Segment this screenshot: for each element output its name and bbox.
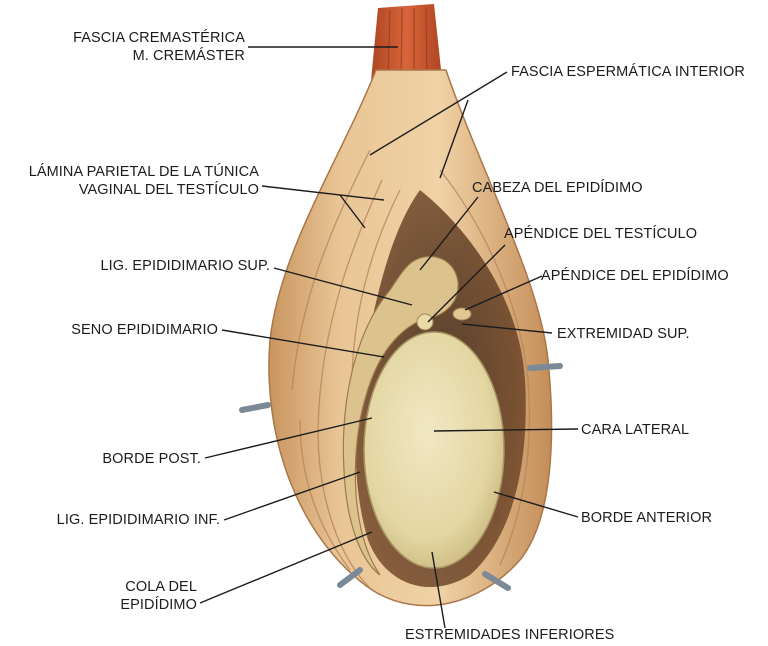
leader-seno-epididimario [221,329,385,358]
label-lamina-parietal-line1: LÁMINA PARIETAL DE LA TÚNICA [28,164,259,180]
label-lig-epididimario-inf: LIG. EPIDIDIMARIO INF. [20,511,220,529]
leader-cabeza-epididimo [419,196,479,271]
label-estremidades-inferiores: ESTREMIDADES INFERIORES [405,626,614,644]
label-seno-epididimario-text: SENO EPIDIDIMARIO [71,322,218,338]
retractor-pins [239,363,563,591]
label-cabeza-epididimo-text: CABEZA DEL EPIDÍDIMO [472,180,643,196]
leader-estremidades-inferiores [431,551,446,629]
testis [363,331,505,569]
fascia-folds [291,149,531,591]
label-fascia-espermatica-interior: FASCIA ESPERMÁTICA INTERIOR [511,63,745,81]
label-cabeza-epididimo: CABEZA DEL EPIDÍDIMO [472,179,643,197]
label-apendice-testiculo: APÉNDICE DEL TESTÍCULO [504,225,697,243]
label-estremidades-inferiores-text: ESTREMIDADES INFERIORES [405,627,615,643]
label-apendice-epididimo: APÉNDICE DEL EPIDÍDIMO [541,267,729,285]
leader-apendice-epididimo [464,275,543,311]
label-cola-epididimo-line1: COLA DEL [125,579,197,595]
label-borde-post-text: BORDE POST. [102,451,201,467]
label-lig-epididimario-inf-text: LIG. EPIDIDIMARIO INF. [56,512,220,528]
leader-fascia-espermatica-a [369,71,508,156]
label-extremidad-sup: EXTREMIDAD SUP. [557,325,690,343]
label-fascia-cremasterica-line1: FASCIA CREMASTÉRICA [73,30,245,46]
leader-lig-epididimario-inf [223,471,361,521]
leader-borde-post [204,417,373,459]
label-borde-anterior: BORDE ANTERIOR [581,509,712,527]
leader-apendice-testiculo [427,244,506,323]
label-cola-epididimo: COLA DEL EPIDÍDIMO [80,578,197,614]
label-apendice-epididimo-text: APÉNDICE DEL EPIDÍDIMO [541,268,729,284]
label-borde-post: BORDE POST. [60,450,201,468]
appendix-epididymis [452,307,472,321]
leader-borde-anterior [493,491,579,518]
label-cara-lateral-text: CARA LATERAL [581,422,690,438]
label-seno-epididimario: SENO EPIDIDIMARIO [40,321,218,339]
label-fascia-espermatica-interior-text: FASCIA ESPERMÁTICA INTERIOR [511,64,745,80]
label-apendice-testiculo-text: APÉNDICE DEL TESTÍCULO [504,226,698,242]
label-extremidad-sup-text: EXTREMIDAD SUP. [557,326,690,342]
leader-extremidad-sup [461,323,553,334]
label-fascia-cremasterica-line2: M. CREMÁSTER [132,48,245,64]
label-lig-epididimario-sup-text: LIG. EPIDIDIMARIO SUP. [100,258,270,274]
leader-cola-epididimo [199,531,373,604]
label-lamina-parietal: LÁMINA PARIETAL DE LA TÚNICA VAGINAL DEL… [0,163,259,199]
leader-lamina-parietal-b [339,194,366,229]
label-cola-epididimo-line2: EPIDÍDIMO [120,597,197,613]
leader-fascia-espermatica-b [439,99,469,179]
leader-lig-epididimario-sup [273,267,413,306]
label-lig-epididimario-sup: LIG. EPIDIDIMARIO SUP. [60,257,270,275]
leader-lines [199,46,579,629]
leader-cara-lateral [433,428,579,432]
leader-lamina-parietal-a [261,185,385,201]
label-borde-anterior-text: BORDE ANTERIOR [581,510,713,526]
label-fascia-cremasterica: FASCIA CREMASTÉRICA M. CREMÁSTER [40,29,245,65]
epididymis [342,255,459,576]
label-cara-lateral: CARA LATERAL [581,421,689,439]
appendix-testis [416,313,434,331]
label-lamina-parietal-line2: VAGINAL DEL TESTÍCULO [78,182,259,198]
